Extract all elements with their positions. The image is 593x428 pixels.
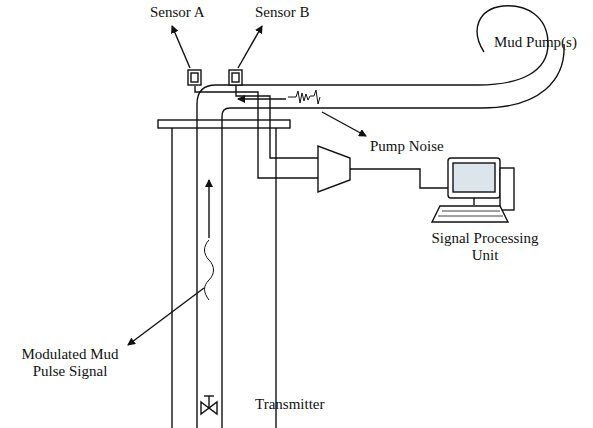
computer-keyboard	[432, 206, 508, 222]
propagation-arrow	[208, 180, 209, 238]
sensor-label: Sensor A	[150, 4, 230, 21]
computer-tower	[500, 168, 514, 210]
monitor-stand	[473, 198, 474, 205]
pipe-wall	[222, 44, 564, 428]
signal-label: Modulated Mud Pulse Signal	[18, 346, 122, 380]
valve-stem	[208, 396, 209, 408]
sensor-a-body	[188, 70, 201, 85]
noise-label: Pump Noise	[370, 138, 460, 155]
casing-wall	[171, 128, 172, 428]
processor-label: Signal Processing Unit	[430, 230, 540, 264]
amplifier-symbol	[318, 146, 350, 192]
computer-monitor	[448, 158, 500, 198]
sensor-label: Sensor B	[255, 4, 335, 21]
pointer-arrow	[172, 26, 190, 68]
valve-stem	[204, 395, 214, 396]
propagation-arrow	[238, 98, 286, 99]
pointer-arrow	[322, 112, 366, 136]
pipe-wall	[197, 6, 548, 428]
amplifier-output	[350, 169, 448, 188]
pump-noise-wave	[288, 90, 320, 104]
casing-wall	[275, 128, 276, 428]
transmitter-label: Transmitter	[255, 396, 345, 413]
pointer-arrow	[238, 26, 262, 68]
computer-screen	[453, 163, 495, 192]
mud-pulse-wave	[205, 240, 214, 300]
pointer-arrow	[128, 288, 204, 345]
pump-label: Mud Pump(s)	[494, 34, 589, 51]
keyboard-keys	[438, 216, 503, 217]
sensor-b-body	[229, 70, 242, 85]
sensor-b-face	[232, 73, 239, 82]
keyboard-keys	[442, 211, 500, 212]
sensor-a-face	[191, 73, 198, 82]
